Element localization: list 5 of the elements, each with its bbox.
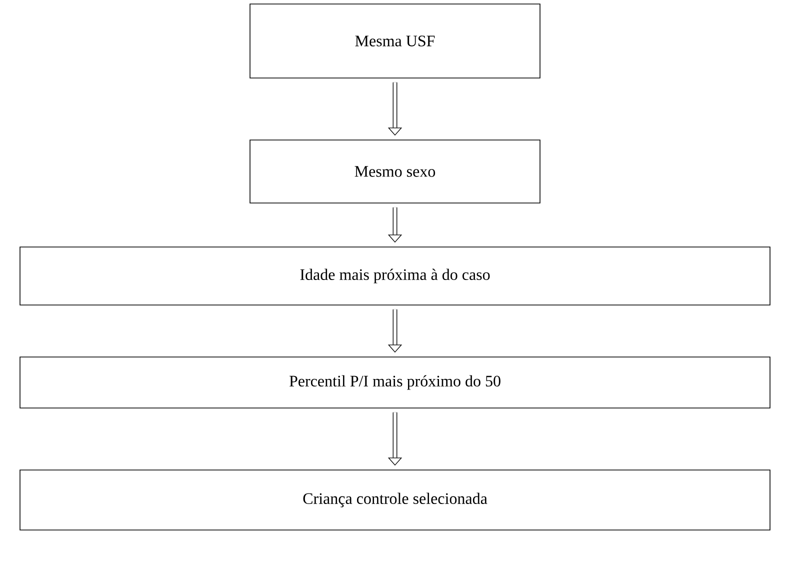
process-box: Criança controle selecionada — [20, 470, 770, 530]
process-box: Mesma USF — [250, 4, 540, 78]
process-box: Idade mais próxima à do caso — [20, 246, 770, 306]
process-box: Percentil P/I mais próximo do 50 — [20, 356, 770, 408]
process-box: Mesmo sexo — [250, 140, 540, 204]
